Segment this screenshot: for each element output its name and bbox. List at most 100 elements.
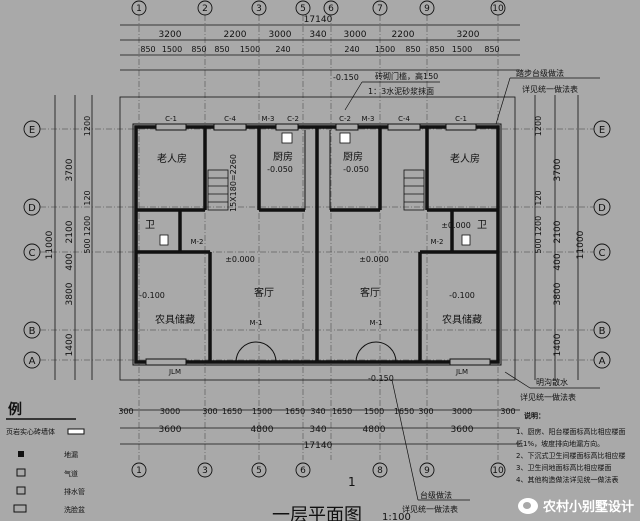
bottom-dim-inner: 3000 <box>160 407 180 416</box>
right-dim-mid: 3800 <box>553 282 563 305</box>
grid-col-label: 8 <box>377 466 383 476</box>
grid-col-label: 9 <box>424 4 430 14</box>
note-parapet: 砖砌门槛，高150 <box>375 71 438 81</box>
bottom-level-mark: -0.150 <box>368 374 394 383</box>
grid-col-label: 5 <box>256 466 262 476</box>
grid-col-label: 2 <box>202 4 208 14</box>
lintel-label: JLM <box>455 368 468 376</box>
grid-col-label: 3 <box>202 466 208 476</box>
note-apron-ref: 详见统一做法表 <box>520 392 576 402</box>
bottom-dim-inner: 1650 <box>394 407 414 416</box>
room-living-left: 客厅 <box>254 286 274 299</box>
level-kitchen-right: -0.050 <box>343 165 369 174</box>
level-kitchen-left: -0.050 <box>267 165 293 174</box>
watermark: 农村小别墅设计 <box>517 496 634 515</box>
wall-thin-lines <box>132 123 502 366</box>
right-dim-mid: 400 <box>553 253 563 270</box>
bottom-dim-inner: 1500 <box>252 407 272 416</box>
right-dim-mid: 3700 <box>553 158 563 181</box>
left-dims-mid: 3700 2100 400 3800 1400 <box>65 158 75 356</box>
bottom-dim-inner: 1650 <box>285 407 305 416</box>
top-dim-mid: 340 <box>309 30 326 40</box>
room-wc-right: 卫 <box>477 220 487 231</box>
left-grid-labels: E D C B A <box>28 125 36 367</box>
grid-col-label: 5 <box>300 4 306 14</box>
note-platform: 台级做法 <box>420 490 452 500</box>
legend-swatch <box>16 468 26 477</box>
right-dim-inner: 500 <box>534 238 543 253</box>
grid-col-label: 1 <box>136 466 142 476</box>
top-level-mark: -0.150 <box>333 73 359 82</box>
top-dim-inner: 1500 <box>375 45 395 54</box>
left-dim-mid: 1400 <box>65 333 75 356</box>
walls <box>134 125 500 364</box>
bottom-grid-labels: 1 3 5 6 8 9 10 <box>136 466 504 476</box>
legend-item: 地漏 <box>64 450 78 459</box>
right-grid-labels: E D C B A <box>598 125 606 367</box>
door-label: M-1 <box>369 319 382 327</box>
top-dim-total: 17140 <box>304 15 333 25</box>
room-elder-right: 老人房 <box>450 152 480 165</box>
left-dims-inner: 1200 120 1200 500 <box>83 116 92 254</box>
door-label: M-3 <box>261 115 274 123</box>
bottom-dim-inner: 300 <box>418 407 433 416</box>
bottom-dim-mid: 4800 <box>251 425 274 435</box>
window-label: C-4 <box>398 115 410 123</box>
door-label: M-2 <box>430 238 443 246</box>
apron-outline <box>119 96 516 381</box>
right-dims-inner: 1200 120 1200 500 <box>534 116 543 254</box>
grid-row-label: A <box>29 356 36 367</box>
grid-col-label: 10 <box>492 466 504 476</box>
leader-lines <box>344 77 600 501</box>
note-platform-ref: 详见统一做法表 <box>402 504 458 514</box>
grid-col-label: 1 <box>136 4 142 14</box>
grid-row-label: B <box>599 326 606 337</box>
level-storage-right: -0.100 <box>449 291 475 300</box>
top-dimension-lines <box>120 24 520 71</box>
bottom-dim-inner: 1650 <box>332 407 352 416</box>
legend-item: 排水管 <box>64 487 85 496</box>
lintel-label: JLM <box>168 368 181 376</box>
note-stair: 15X180=2260 <box>229 154 238 212</box>
grid-col-label: 6 <box>300 466 306 476</box>
fixtures <box>159 132 471 246</box>
top-dim-inner: 850 <box>214 45 229 54</box>
room-wc-left: 卫 <box>145 220 155 231</box>
bottom-dim-mid: 4800 <box>363 425 386 435</box>
top-dim-inner: 850 <box>484 45 499 54</box>
right-dim-mid: 2100 <box>553 220 563 243</box>
notes-line: 1、厨房、阳台楼面标高比相应楼面 <box>516 427 625 436</box>
room-kitchen-left: 厨房 <box>273 150 293 163</box>
legend-item: 页岩实心砖墙体 <box>6 427 55 436</box>
top-grid-bubbles <box>131 0 506 16</box>
annotations: 砖砌门槛，高150 1：3水泥砂浆抹面 踏步台级做法 详见统一做法表 明沟散水 … <box>229 68 578 514</box>
left-dim-mid: 3800 <box>65 282 75 305</box>
left-dim-mid: 3700 <box>65 158 75 181</box>
window-label: C-4 <box>224 115 236 123</box>
left-dim-mid: 400 <box>65 253 75 270</box>
window-label: C-1 <box>455 115 467 123</box>
window-label: C-2 <box>339 115 351 123</box>
note-parapet-sub: 1：3水泥砂浆抹面 <box>368 86 434 96</box>
top-dim-inner: 1500 <box>240 45 260 54</box>
notes-line: 低1%，坡度排向地漏方向。 <box>516 439 604 448</box>
left-dim-inner: 1200 <box>83 116 92 136</box>
room-living-right: 客厅 <box>360 286 380 299</box>
wechat-icon <box>517 497 538 514</box>
bottom-dim-mid: 3600 <box>159 425 182 435</box>
right-dim-inner: 1200 <box>534 116 543 136</box>
grid-col-label: 6 <box>328 4 334 14</box>
grid-row-label: C <box>599 248 606 259</box>
notes-line: 2、下沉式卫生间楼面标高比相应楼 <box>516 451 625 460</box>
front-doors <box>235 341 397 363</box>
bottom-dim-inner: 1500 <box>364 407 384 416</box>
right-dim-total: 11000 <box>576 230 586 259</box>
left-dim-mid: 2100 <box>65 220 75 243</box>
room-storage-right: 农具储藏 <box>442 313 482 326</box>
note-apron: 明沟散水 <box>536 377 568 387</box>
right-dim-mid: 1400 <box>553 333 563 356</box>
window-label: C-2 <box>287 115 299 123</box>
door-label: M-3 <box>361 115 374 123</box>
left-dim-inner: 1200 <box>83 216 92 236</box>
notes-box: 说明： 1、厨房、阳台楼面标高比相应楼面 低1%，坡度排向地漏方向。 2、下沉式… <box>516 411 625 484</box>
